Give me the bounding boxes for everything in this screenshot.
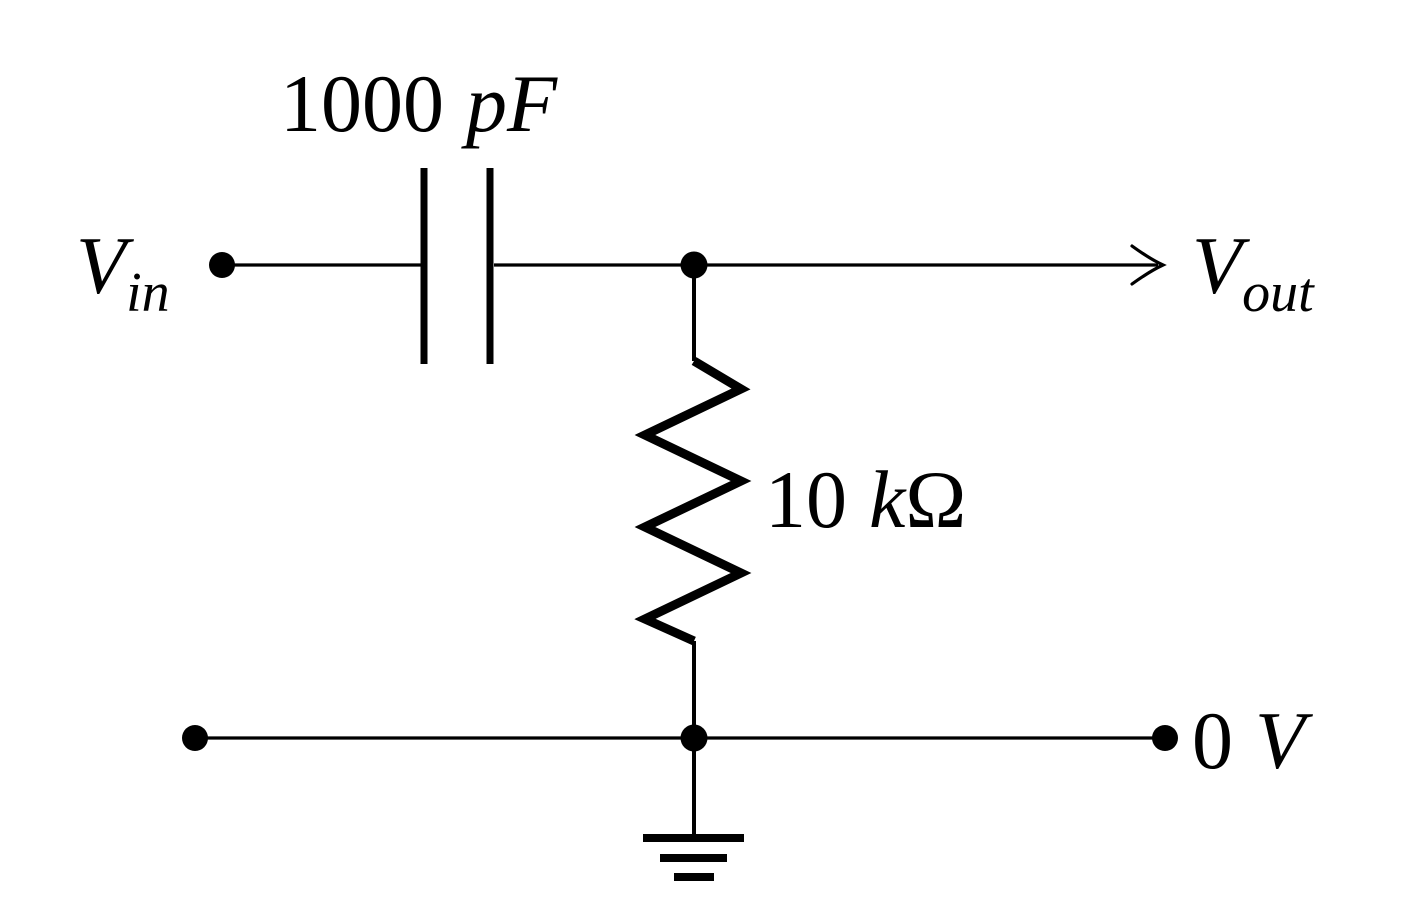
- rail-left-terminal-dot: [182, 725, 208, 751]
- vin-base: V: [76, 220, 134, 311]
- capacitor-value: 1000: [280, 58, 444, 149]
- capacitor-unit: pF: [461, 58, 558, 149]
- resistor-value: 10: [765, 454, 847, 545]
- vin-label: Vin: [76, 220, 170, 324]
- input-terminal-dot: [209, 252, 235, 278]
- vin-subscript: in: [126, 262, 170, 324]
- resistor-icon: [634, 357, 752, 646]
- resistor-unit-symbol: Ω: [905, 454, 966, 545]
- ground-icon: [643, 738, 744, 881]
- vout-label: Vout: [1192, 220, 1315, 324]
- vout-subscript: out: [1242, 262, 1315, 324]
- arrow-right-icon: [1130, 244, 1167, 286]
- resistor-unit-prefix: k: [869, 454, 907, 545]
- rail-unit: V: [1255, 695, 1313, 786]
- rail-value: 0: [1192, 695, 1233, 786]
- capacitor-icon: [420, 168, 494, 364]
- vout-base: V: [1192, 220, 1250, 311]
- rail-right-terminal-dot: [1152, 725, 1178, 751]
